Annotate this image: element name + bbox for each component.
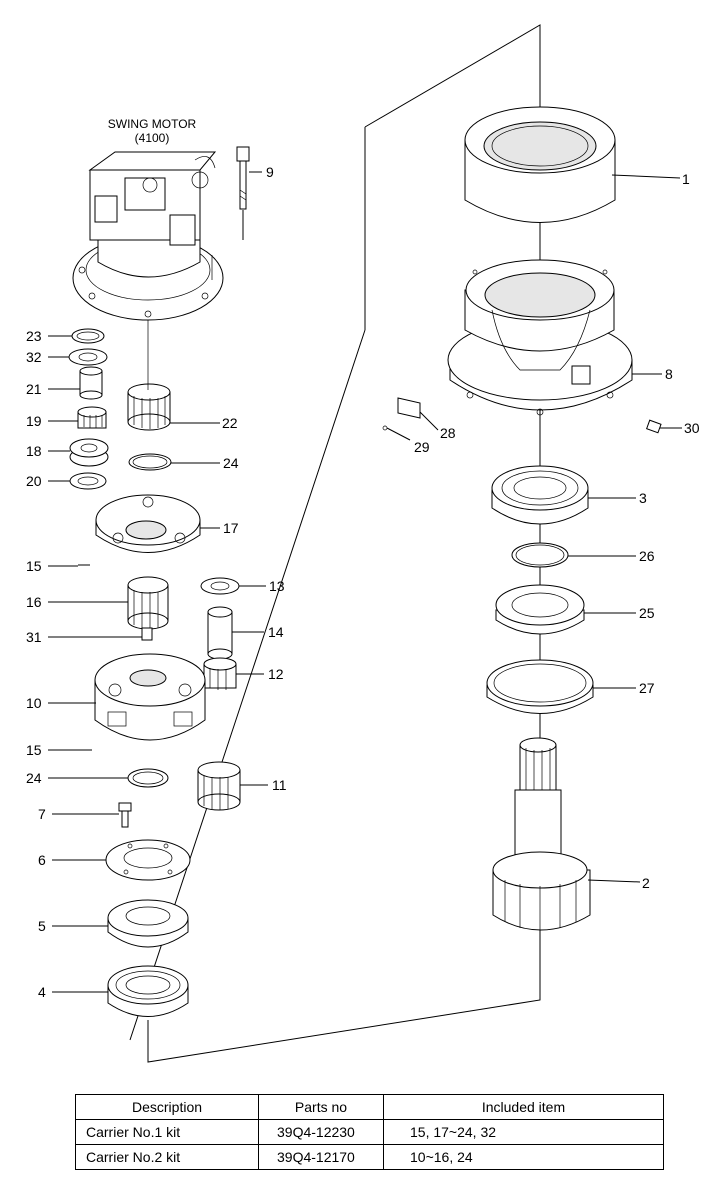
callout-12: 12 [268, 666, 284, 682]
swing-motor-drawing [72, 151, 224, 321]
kit-parts-no: 39Q4-12170 [258, 1144, 384, 1170]
callout-24-lower: 24 [26, 770, 42, 786]
callout-3: 3 [639, 490, 647, 506]
callout-13: 13 [269, 578, 285, 594]
exploded-parts-diagram: SWING MOTOR (4100) [26, 24, 700, 1063]
callout-29: 29 [414, 439, 430, 455]
kit-description: Carrier No.1 kit [75, 1119, 259, 1145]
table-row: Carrier No.2 kit 39Q4-12170 10~16, 24 [75, 1144, 664, 1170]
kit-included-items: 15, 17~24, 32 [383, 1119, 664, 1145]
callout-27: 27 [639, 680, 655, 696]
callout-16: 16 [26, 594, 42, 610]
kit-description: Carrier No.2 kit [75, 1144, 259, 1170]
callout-31: 31 [26, 629, 42, 645]
callout-2: 2 [642, 875, 650, 891]
callout-6: 6 [38, 852, 46, 868]
callout-30: 30 [684, 420, 700, 436]
callout-32: 32 [26, 349, 42, 365]
callout-1: 1 [682, 171, 690, 187]
callout-15-lower: 15 [26, 742, 42, 758]
callout-28: 28 [440, 425, 456, 441]
callout-10: 10 [26, 695, 42, 711]
callout-7: 7 [38, 806, 46, 822]
callout-14: 14 [268, 624, 284, 640]
callout-25: 25 [639, 605, 655, 621]
header-included-item: Included item [383, 1094, 664, 1120]
table-row: Carrier No.1 kit 39Q4-12230 15, 17~24, 3… [75, 1119, 664, 1145]
callout-8: 8 [665, 366, 673, 382]
callout-18: 18 [26, 443, 42, 459]
header-description: Description [75, 1094, 259, 1120]
callout-15-upper: 15 [26, 558, 42, 574]
callout-19: 19 [26, 413, 42, 429]
kit-parts-no: 39Q4-12230 [258, 1119, 384, 1145]
kit-table: Description Parts no Included item Carri… [75, 1094, 664, 1170]
callout-20: 20 [26, 473, 42, 489]
assembly-title: SWING MOTOR [108, 117, 197, 131]
callout-4: 4 [38, 984, 46, 1000]
callout-21: 21 [26, 381, 42, 397]
assembly-code: (4100) [135, 131, 170, 145]
callout-17: 17 [223, 520, 239, 536]
callout-5: 5 [38, 918, 46, 934]
kit-included-items: 10~16, 24 [383, 1144, 664, 1170]
kit-table-header: Description Parts no Included item [75, 1094, 664, 1120]
callout-23: 23 [26, 328, 42, 344]
header-parts-no: Parts no [258, 1094, 384, 1120]
part-callouts: 1 2 3 4 5 6 7 8 9 10 11 12 13 14 15 15 1… [26, 164, 700, 1000]
callout-11: 11 [272, 777, 287, 793]
callout-24-upper: 24 [223, 455, 239, 471]
callout-26: 26 [639, 548, 655, 564]
leader-lines [48, 171, 682, 993]
bolt-part [236, 146, 250, 240]
callout-22: 22 [222, 415, 238, 431]
callout-9: 9 [266, 164, 274, 180]
